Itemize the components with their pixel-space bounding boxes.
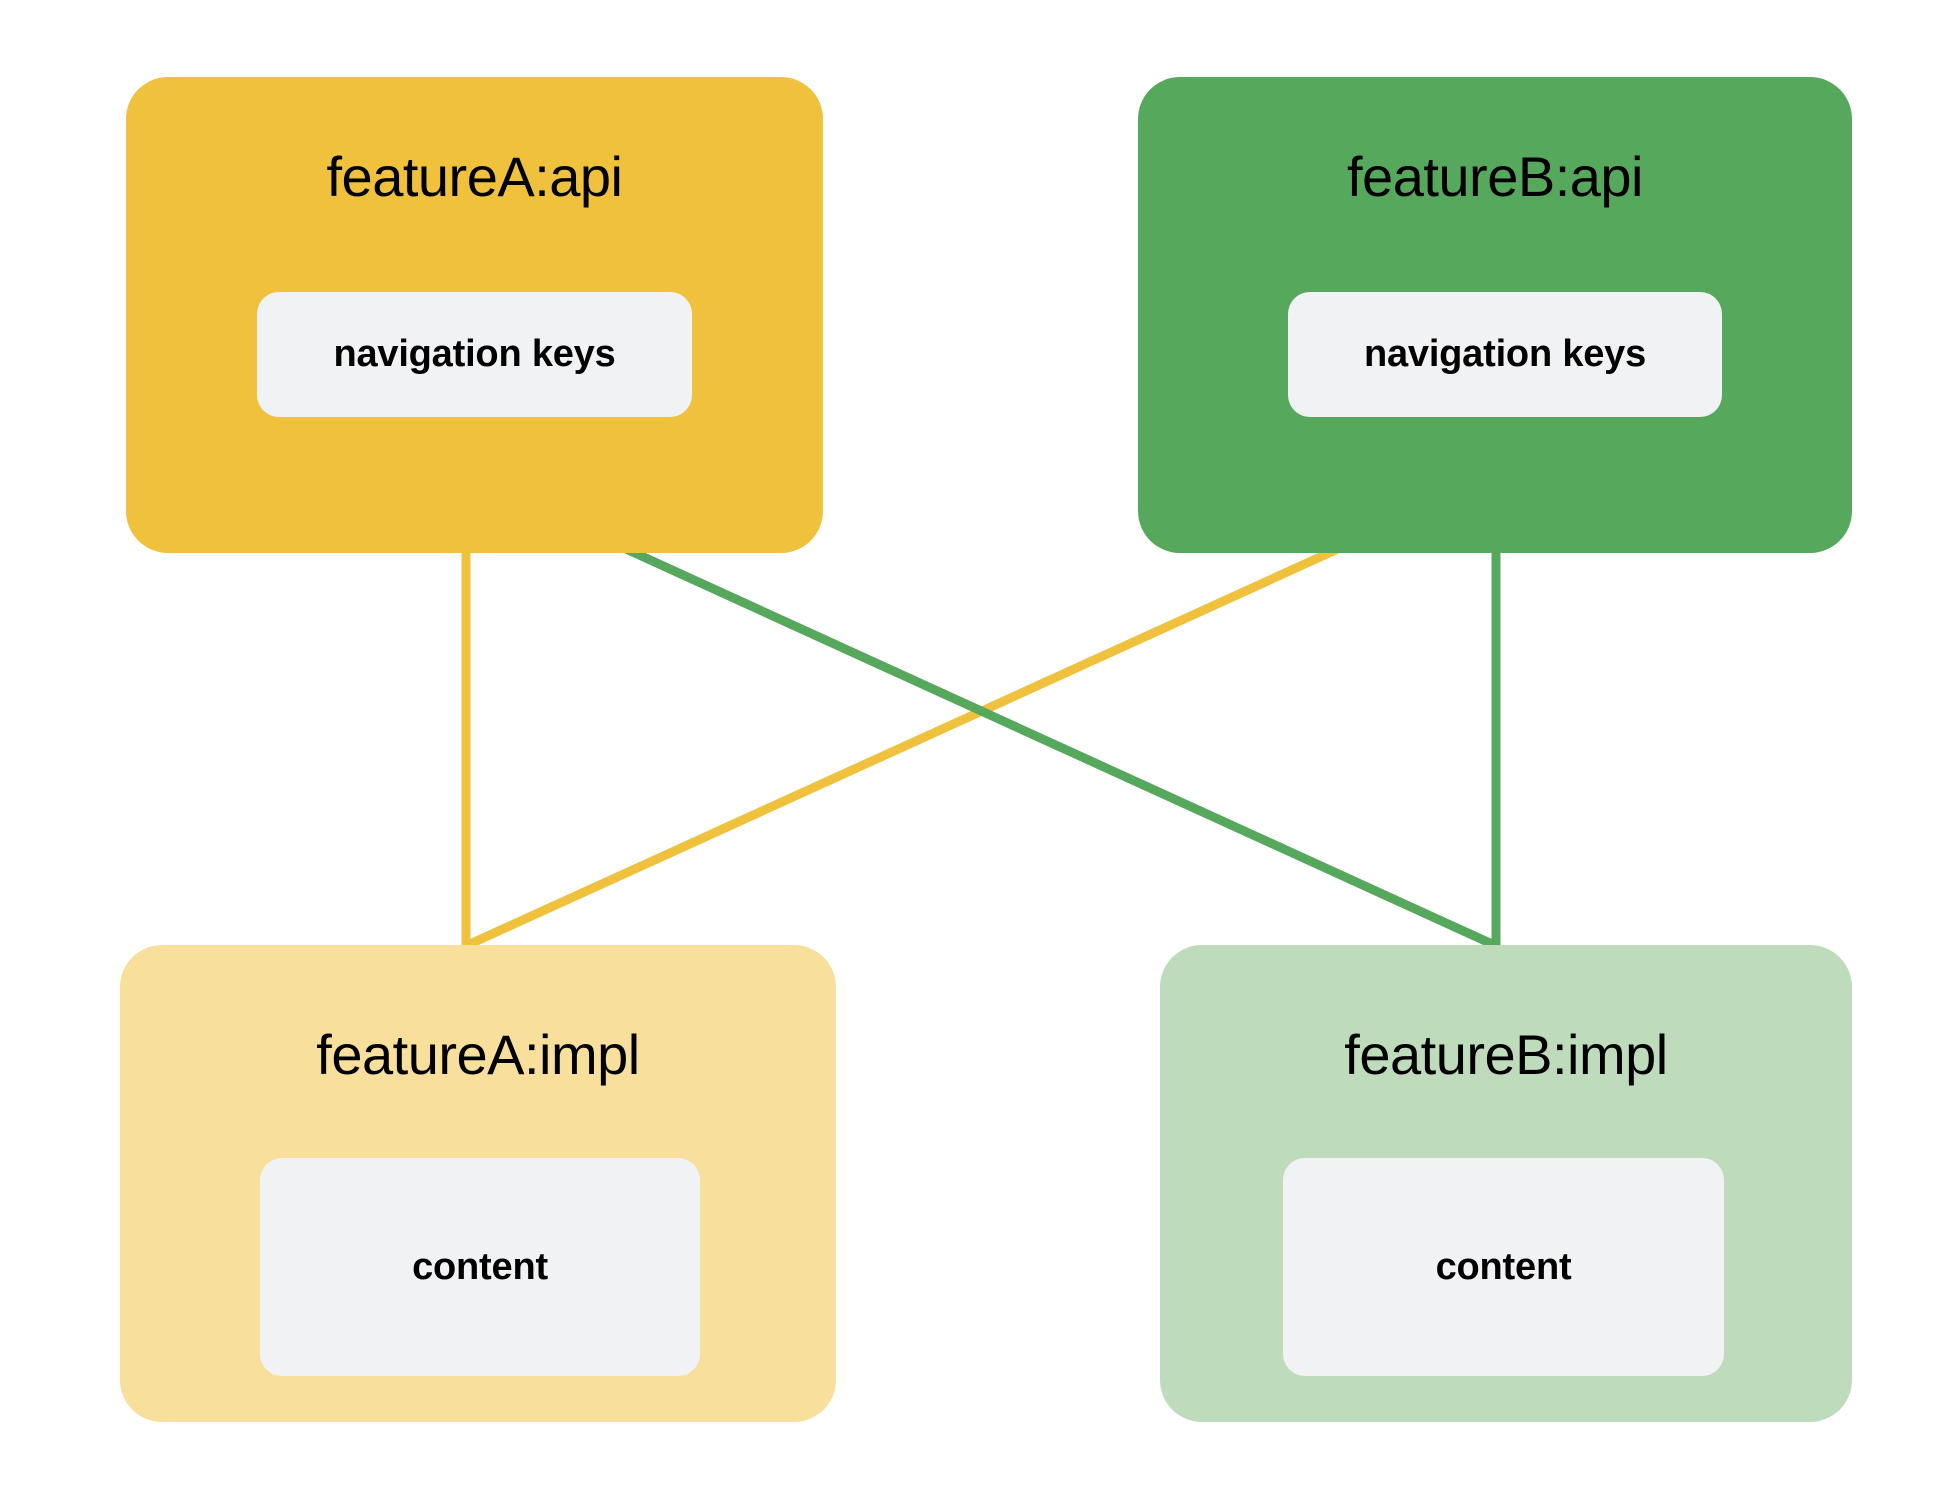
module-title-featureB-impl: featureB:impl (1344, 1023, 1668, 1086)
inner-chip-label: navigation keys (333, 333, 616, 375)
inner-chip-featureB-impl-content[interactable]: content (1283, 1158, 1724, 1376)
inner-chip-featureA-impl-content[interactable]: content (260, 1158, 700, 1376)
inner-chip-label: navigation keys (1363, 333, 1647, 375)
inner-chip-label: content (1435, 1245, 1572, 1288)
inner-chip-featureA-api-navigation-keys[interactable]: navigation keys (257, 292, 692, 417)
module-title-featureA-impl: featureA:impl (316, 1023, 640, 1086)
module-title-featureB-api: featureB:api (1347, 145, 1643, 208)
inner-chip-featureB-api-navigation-keys[interactable]: navigation keys (1288, 292, 1722, 417)
inner-chip-label: content (412, 1245, 548, 1288)
module-node-featureA-impl[interactable]: featureA:impl (120, 945, 836, 1422)
module-title-featureA-api: featureA:api (326, 145, 623, 208)
